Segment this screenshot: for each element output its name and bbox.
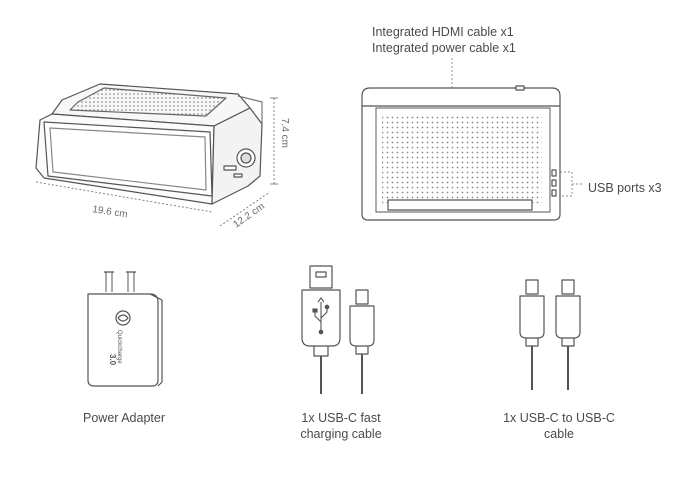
device-rear-view xyxy=(361,85,561,221)
usb-a-to-usbc-cable-drawing xyxy=(301,265,375,394)
hdmi-cable-label: Integrated HDMI cable x1 xyxy=(372,25,514,39)
quick-charge-logo-icon: Quickcharge 3.0 xyxy=(108,330,122,366)
power-cable-label: Integrated power cable x1 xyxy=(372,41,516,55)
dimension-length-label: 19.6 cm xyxy=(92,204,129,220)
dimension-depth-label: 12.2 cm xyxy=(231,201,266,230)
device-perspective-view xyxy=(35,83,263,205)
callout-lines xyxy=(451,58,584,197)
usbc-to-usbc-cable-drawing xyxy=(519,279,581,390)
usbc-to-usbc-label-line2: cable xyxy=(544,427,574,441)
dimension-height-label: 7.4 cm xyxy=(279,118,290,148)
adapter-badge-text: Quickcharge xyxy=(116,330,122,364)
usbc-fast-cable-label-line1: 1x USB-C fast xyxy=(301,411,381,425)
usbc-fast-cable-label-line2: charging cable xyxy=(300,427,382,441)
usb-symbol-icon xyxy=(312,297,330,335)
usbc-to-usbc-label-line1: 1x USB-C to USB-C xyxy=(503,411,615,425)
adapter-badge-version: 3.0 xyxy=(108,354,117,366)
usb-ports-label: USB ports x3 xyxy=(588,181,662,195)
power-adapter-label: Power Adapter xyxy=(83,411,165,425)
power-adapter-drawing xyxy=(87,271,163,387)
dimension-lines xyxy=(35,97,278,227)
